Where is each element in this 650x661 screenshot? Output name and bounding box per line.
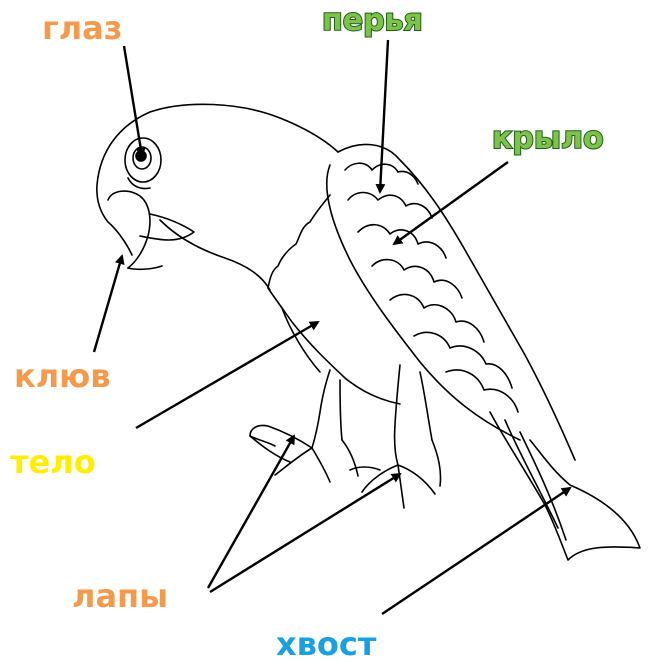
feather-row-6: [414, 332, 512, 388]
beak-lower: [128, 214, 194, 269]
label-feathers: перья: [322, 6, 423, 36]
leg-right: [395, 365, 432, 465]
body-outline: [268, 288, 400, 404]
neck-line: [268, 195, 330, 288]
pointer-tail: [382, 488, 570, 614]
beak-upper: [108, 191, 150, 268]
pointer-body: [136, 322, 318, 428]
feather-row-2: [348, 193, 432, 219]
feather-row-4: [372, 260, 462, 298]
label-body: тело: [10, 446, 96, 478]
label-wing: крыло: [492, 124, 604, 154]
label-beak: клюв: [14, 360, 111, 392]
label-legs: лапы: [72, 580, 168, 612]
branch-line: [250, 436, 290, 462]
face-outline: [160, 220, 270, 290]
label-eye: глаз: [42, 12, 122, 44]
pointer-feathers: [380, 40, 388, 192]
pointer-eye: [124, 46, 142, 156]
feather-row-3: [358, 225, 446, 258]
pointer-beak: [94, 256, 122, 352]
leg-left: [312, 370, 342, 448]
label-tail: хвост: [276, 628, 376, 660]
